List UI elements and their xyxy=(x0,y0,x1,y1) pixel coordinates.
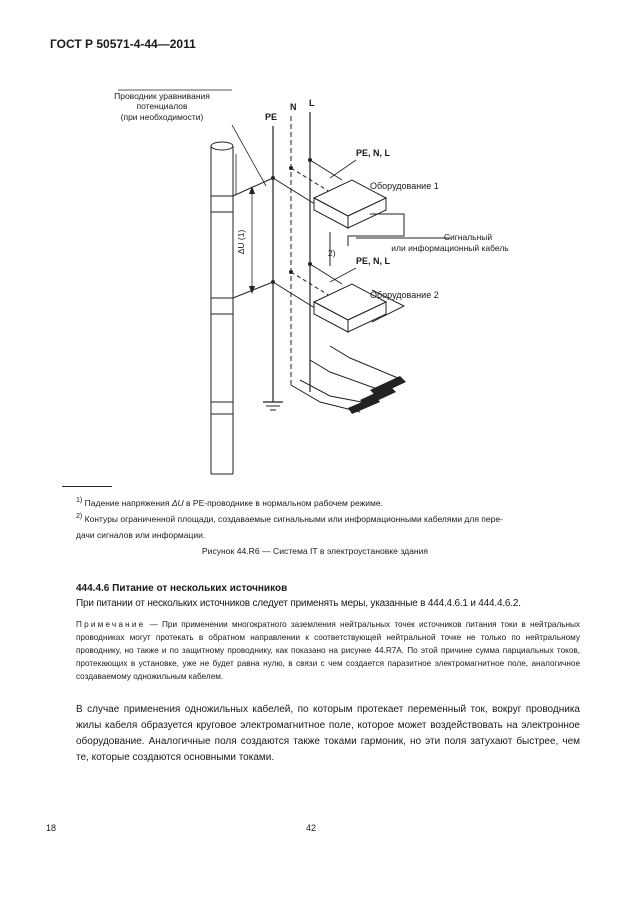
equipment-1-box xyxy=(312,179,388,229)
footnote-1-symbol: ΔU xyxy=(171,497,184,508)
footnote-2: 2) Контуры ограниченной площади, создава… xyxy=(76,508,586,543)
label-pe-n-l-1: PE, N, L xyxy=(356,148,391,158)
label-delta-u: ΔU (1) xyxy=(236,230,246,255)
figure-it-system: Проводник уравнивания потенциалов (при н… xyxy=(114,89,509,475)
note: Примечание — При применении многократног… xyxy=(76,618,580,683)
body-paragraph: В случае применения одножильных кабелей,… xyxy=(76,686,580,766)
footnote-2-line-1: Контуры ограниченной площади, создаваемы… xyxy=(84,513,503,524)
label-signal-1: Сигнальный xyxy=(444,232,493,242)
cable-bundles xyxy=(348,376,406,414)
footnote-separator xyxy=(62,486,112,487)
label-n: N xyxy=(290,102,297,112)
section-title: 444.4.6 Питание от нескольких источников xyxy=(76,583,288,594)
body-paragraph-text: В случае применения одножильных кабелей,… xyxy=(76,704,580,763)
label-conductor-1: Проводник уравнивания xyxy=(114,91,210,101)
label-pe-n-l-2: PE, N, L xyxy=(356,256,391,266)
note-label: Примечание xyxy=(76,620,146,629)
label-equipment-2: Оборудование 2 xyxy=(370,290,439,300)
page-number-center: 42 xyxy=(306,823,317,833)
label-note-2: 2) xyxy=(328,248,336,258)
footnote-1: 1) Падение напряжения ΔU в PE-проводнике… xyxy=(76,492,383,511)
label-conductor-2: потенциалов xyxy=(136,101,187,111)
label-signal-2: или информационный кабель xyxy=(391,243,509,253)
section-intro: При питании от нескольких источников сле… xyxy=(76,598,521,609)
label-l: L xyxy=(309,98,315,108)
standard-code: ГОСТ Р 50571-4-44—2011 xyxy=(50,37,196,51)
label-pe: PE xyxy=(265,112,277,122)
page-number-left: 18 xyxy=(46,823,57,833)
footnote-1-text-a: Падение напряжения xyxy=(84,497,172,508)
equipment-2-box xyxy=(312,283,388,333)
label-conductor-3: (при необходимости) xyxy=(121,112,204,122)
footnote-1-text-b: в PE-проводнике в нормальном рабочем реж… xyxy=(183,497,383,508)
note-text: — При применении многократного заземлени… xyxy=(76,620,580,681)
footnote-1-marker: 1) xyxy=(76,496,83,504)
pipe xyxy=(210,141,237,475)
footnote-2-marker: 2) xyxy=(76,512,83,520)
figure-caption: Рисунок 44.R6 — Система IT в электроуста… xyxy=(201,546,429,556)
label-equipment-1: Оборудование 1 xyxy=(370,181,439,191)
footnote-2-line-2: дачи сигналов или информации. xyxy=(76,529,206,540)
